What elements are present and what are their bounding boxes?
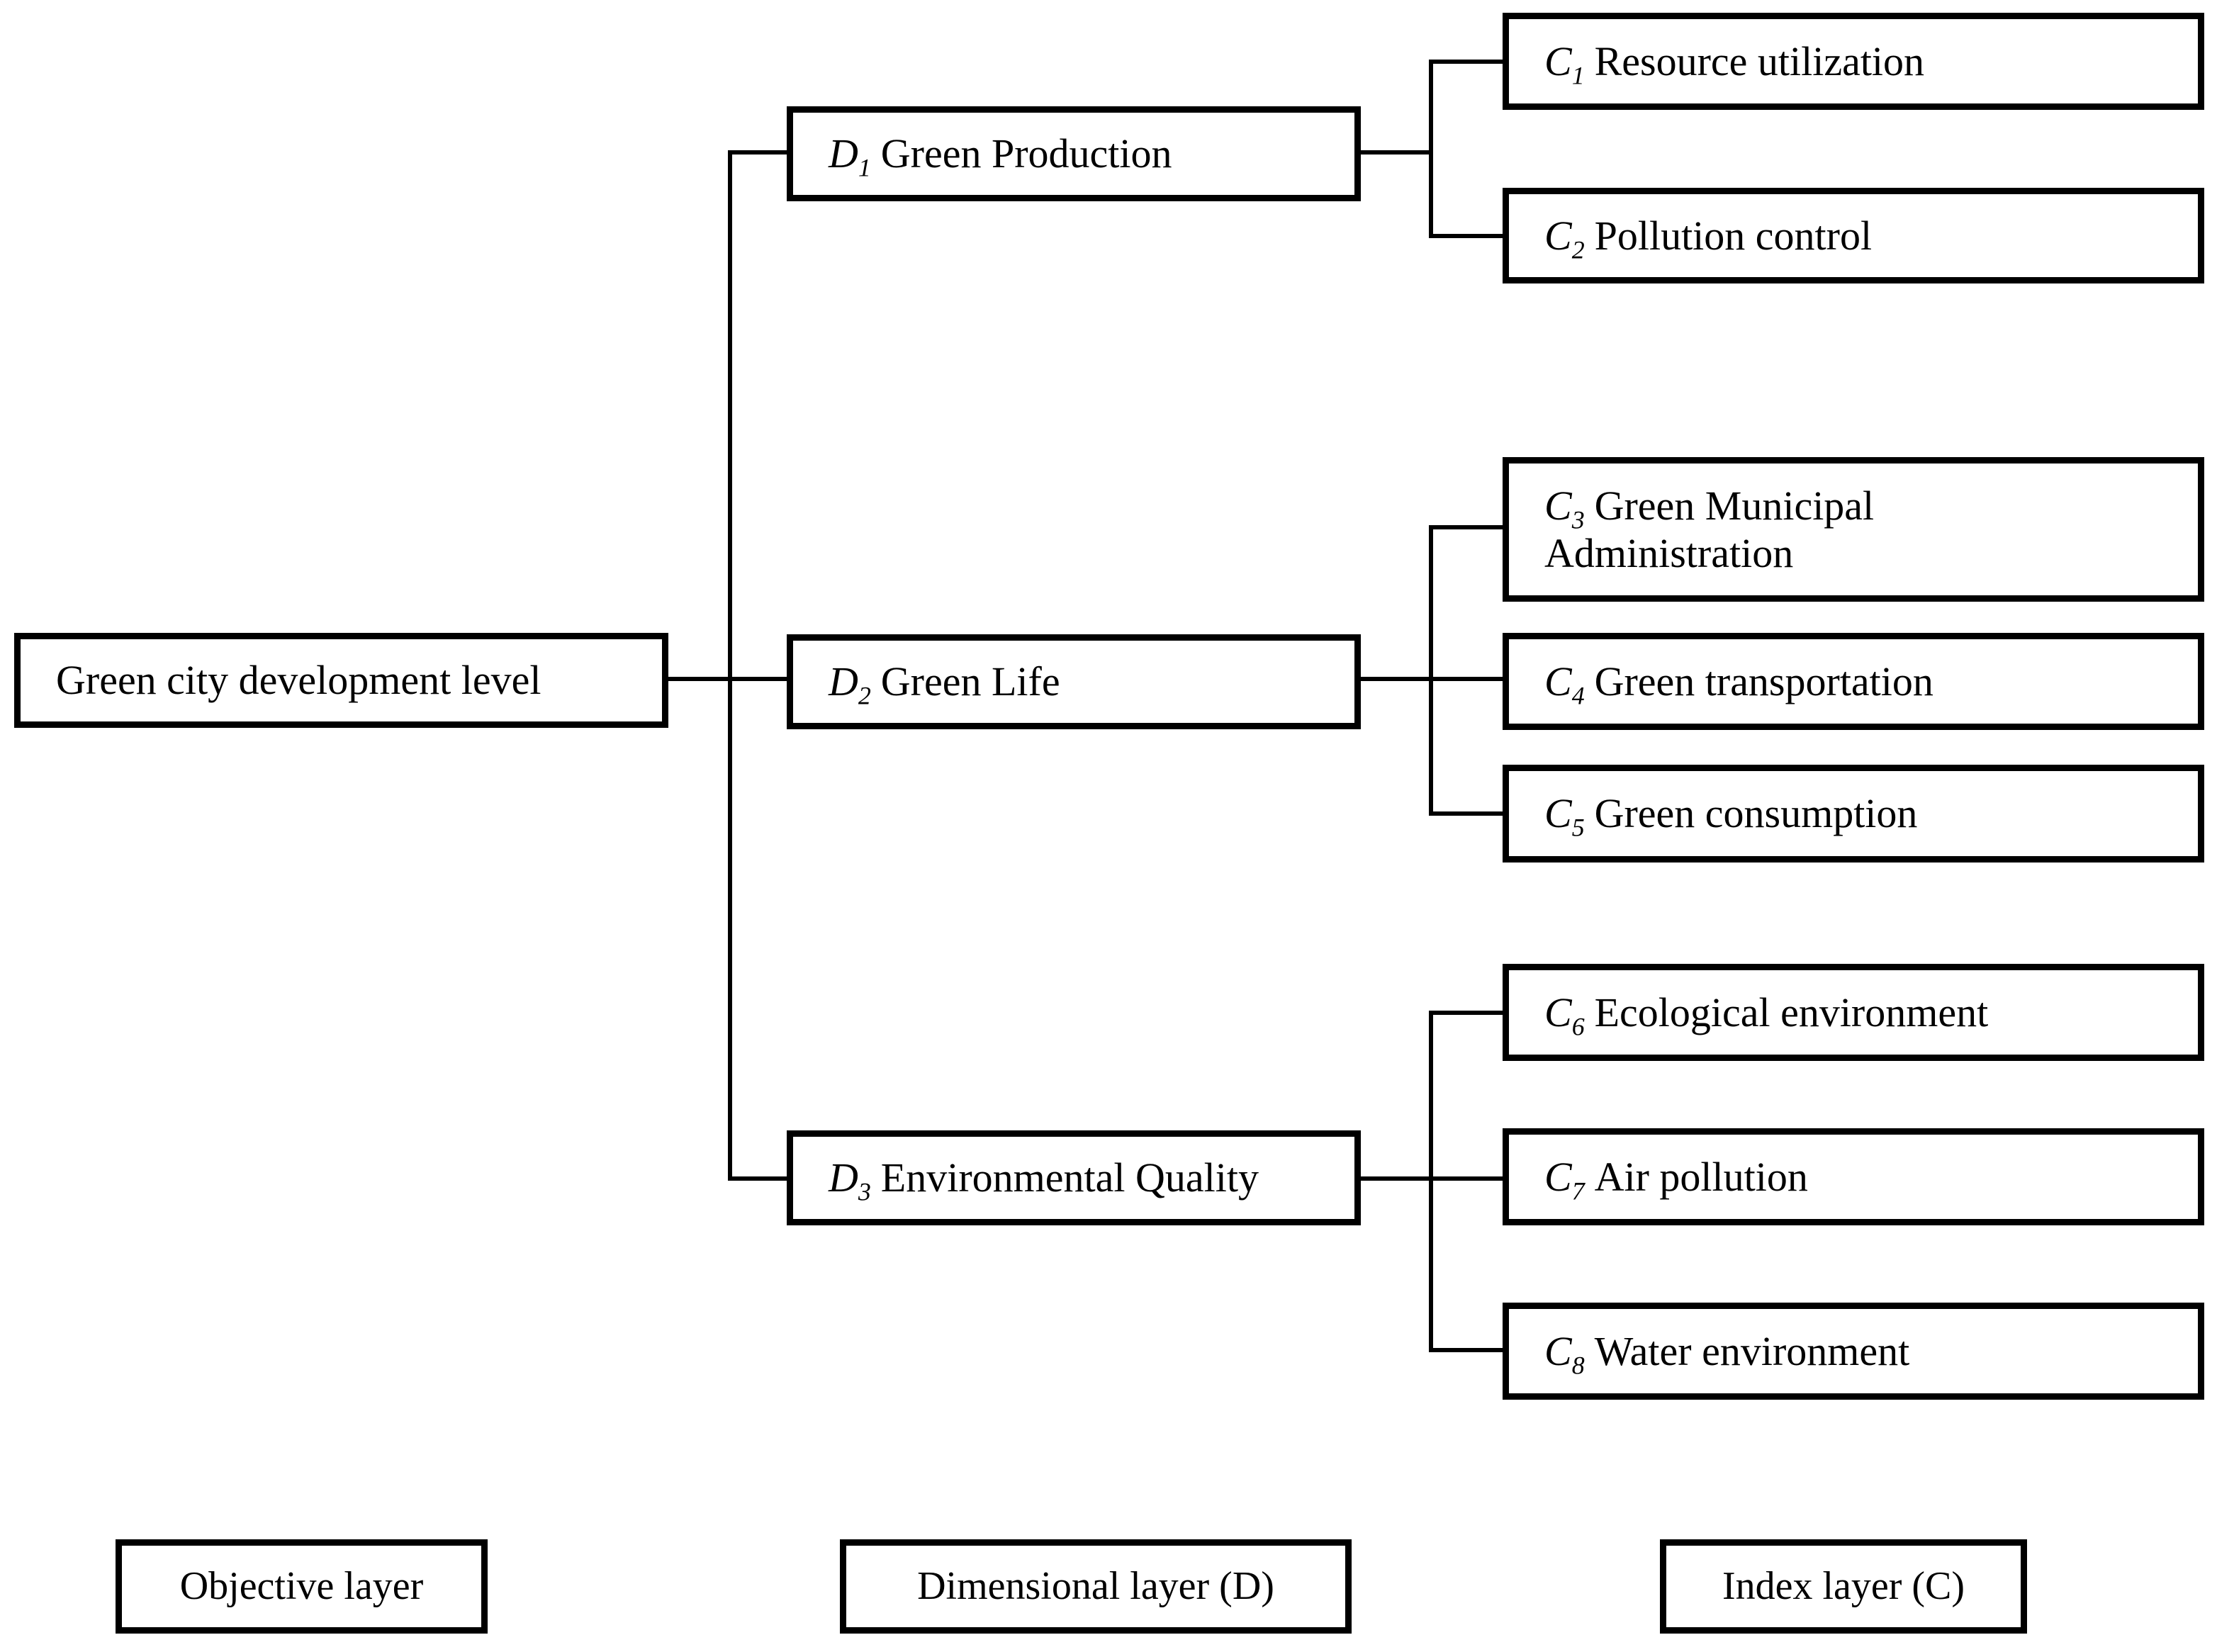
connector-d3-branch-vertical — [1429, 1011, 1433, 1352]
connector-branch-to-c8 — [1429, 1348, 1503, 1352]
dimension-node-d3: D3 Environmental Quality — [787, 1130, 1361, 1225]
node-symbol: C — [1544, 790, 1572, 837]
node-label: Green Municipal Administration — [1544, 482, 1875, 576]
legend-objective-layer: Objective layer — [116, 1539, 488, 1634]
index-c5-text: C5 Green consumption — [1544, 790, 1918, 841]
connector-branch-to-c6 — [1429, 1011, 1503, 1015]
node-subscript: 1 — [858, 153, 871, 182]
index-node-c4: C4 Green transportation — [1503, 633, 2204, 730]
node-subscript: 2 — [1571, 235, 1585, 264]
node-subscript: 1 — [1571, 61, 1585, 90]
connector-branch-to-c5 — [1429, 811, 1503, 816]
node-symbol: C — [1544, 38, 1572, 84]
node-label: Resource utilization — [1594, 38, 1925, 84]
node-subscript: 7 — [1571, 1176, 1585, 1206]
node-symbol: C — [1544, 989, 1572, 1035]
connector-d1-branch-vertical — [1429, 60, 1433, 238]
dimension-node-d2: D2 Green Life — [787, 634, 1361, 729]
node-subscript: 2 — [858, 681, 871, 710]
connector-d2-branch-vertical — [1429, 525, 1433, 816]
node-symbol: D — [829, 130, 858, 177]
index-c4-text: C4 Green transportation — [1544, 658, 1933, 709]
node-subscript: 8 — [1571, 1351, 1585, 1380]
node-label: Green transportation — [1594, 658, 1933, 704]
node-subscript: 3 — [1571, 505, 1585, 534]
legend-dimensional-label: Dimensional layer (D) — [917, 1564, 1274, 1609]
connector-trunk-vertical — [728, 150, 732, 1181]
node-label: Pollution control — [1594, 212, 1873, 259]
node-symbol: C — [1544, 1327, 1572, 1374]
index-c1-text: C1 Resource utilization — [1544, 38, 1925, 89]
node-label: Environmental Quality — [880, 1154, 1259, 1201]
index-node-c6: C6 Ecological environment — [1503, 964, 2204, 1061]
index-c6-text: C6 Ecological environment — [1544, 989, 1989, 1040]
legend-index-layer: Index layer (C) — [1660, 1539, 2027, 1634]
objective-label: Green city development level — [56, 657, 541, 704]
dimension-d3-text: D3 Environmental Quality — [829, 1154, 1259, 1205]
legend-objective-label: Objective layer — [179, 1564, 424, 1609]
connector-branch-to-c2 — [1429, 234, 1503, 238]
node-label: Green Life — [880, 658, 1060, 705]
index-c2-text: C2 Pollution control — [1544, 212, 1873, 263]
node-subscript: 4 — [1571, 681, 1585, 710]
index-c7-text: C7 Air pollution — [1544, 1153, 1808, 1204]
node-label: Ecological environment — [1594, 989, 1989, 1035]
node-subscript: 6 — [1571, 1012, 1585, 1041]
node-symbol: C — [1544, 212, 1572, 259]
index-node-c1: C1 Resource utilization — [1503, 13, 2204, 110]
connector-trunk-to-d1 — [728, 150, 787, 154]
node-symbol: C — [1544, 1153, 1572, 1200]
node-label: Water environment — [1594, 1327, 1910, 1374]
node-symbol: D — [829, 1154, 858, 1201]
node-symbol: D — [829, 658, 858, 705]
connector-objective-to-trunk — [668, 677, 787, 681]
connector-d1-to-branch — [1361, 150, 1433, 154]
index-node-c5: C5 Green consumption — [1503, 765, 2204, 862]
connector-branch-to-c1 — [1429, 60, 1503, 64]
connector-trunk-to-d3 — [728, 1176, 787, 1181]
dimension-node-d1: D1 Green Production — [787, 106, 1361, 201]
node-subscript: 3 — [858, 1177, 871, 1206]
legend-dimensional-layer: Dimensional layer (D) — [840, 1539, 1352, 1634]
node-symbol: C — [1544, 482, 1572, 529]
index-c8-text: C8 Water environment — [1544, 1327, 1910, 1378]
dimension-d1-text: D1 Green Production — [829, 130, 1172, 181]
legend-index-label: Index layer (C) — [1722, 1564, 1965, 1609]
node-subscript: 5 — [1571, 813, 1585, 842]
connector-branch-to-c3 — [1429, 525, 1503, 529]
objective-node: Green city development level — [14, 633, 668, 728]
node-label: Green Production — [880, 130, 1172, 177]
node-label: Green consumption — [1594, 790, 1918, 837]
index-node-c2: C2 Pollution control — [1503, 188, 2204, 283]
dimension-d2-text: D2 Green Life — [829, 658, 1060, 709]
index-node-c8: C8 Water environment — [1503, 1303, 2204, 1400]
node-label: Air pollution — [1594, 1153, 1808, 1200]
node-symbol: C — [1544, 658, 1572, 704]
index-node-c7: C7 Air pollution — [1503, 1128, 2204, 1225]
